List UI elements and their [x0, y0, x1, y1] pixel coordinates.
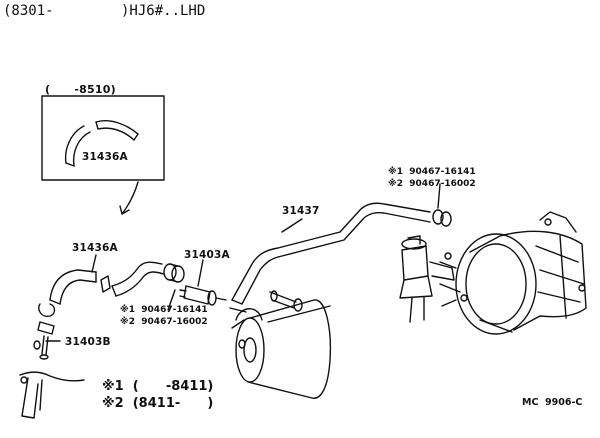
- inset-caption: ( -8510): [45, 83, 116, 96]
- legend-row-2: ※2 (8411- ): [102, 396, 214, 411]
- label-31437: 31437: [282, 205, 320, 217]
- inset-part-label: 31436A: [82, 151, 128, 163]
- inset-arrow-icon: [122, 182, 138, 214]
- legend-row-1: ※1 ( -8411): [102, 379, 214, 394]
- vacuum-canister-icon: [248, 300, 330, 398]
- diagram-code: MC 9906-C: [522, 397, 583, 408]
- label-31436a: 31436A: [72, 242, 118, 254]
- model-range-start: (8301-: [3, 3, 54, 19]
- brake-booster-icon: [456, 234, 536, 334]
- label-31403a: 31403A: [184, 249, 230, 261]
- label-31403b: 31403B: [65, 336, 111, 348]
- clamp-right-part-1: ※1 90467-16141: [388, 167, 476, 177]
- inset-hose-icon: [66, 126, 84, 163]
- bracket-lower-left-icon: [20, 372, 84, 381]
- hose-clamp-left-icon: [164, 264, 176, 280]
- clamp-lower-left-icon: [39, 304, 55, 316]
- inset-box: [42, 96, 164, 180]
- hose-31437-icon: [232, 203, 430, 300]
- model-range-end: )HJ6#..LHD: [121, 3, 206, 19]
- check-valve-31403a-icon: [184, 286, 210, 304]
- master-cylinder-icon: [402, 246, 428, 280]
- clamp-left-part-2: ※2 90467-16002: [120, 317, 208, 327]
- check-valve-31403b-icon: [38, 322, 54, 334]
- hose-clamp-right-icon: [433, 210, 443, 224]
- clamp-left-part-1: ※1 90467-16141: [120, 305, 208, 315]
- clamp-right-part-2: ※2 90467-16002: [388, 179, 476, 189]
- hose-31436a-icon: [50, 270, 96, 300]
